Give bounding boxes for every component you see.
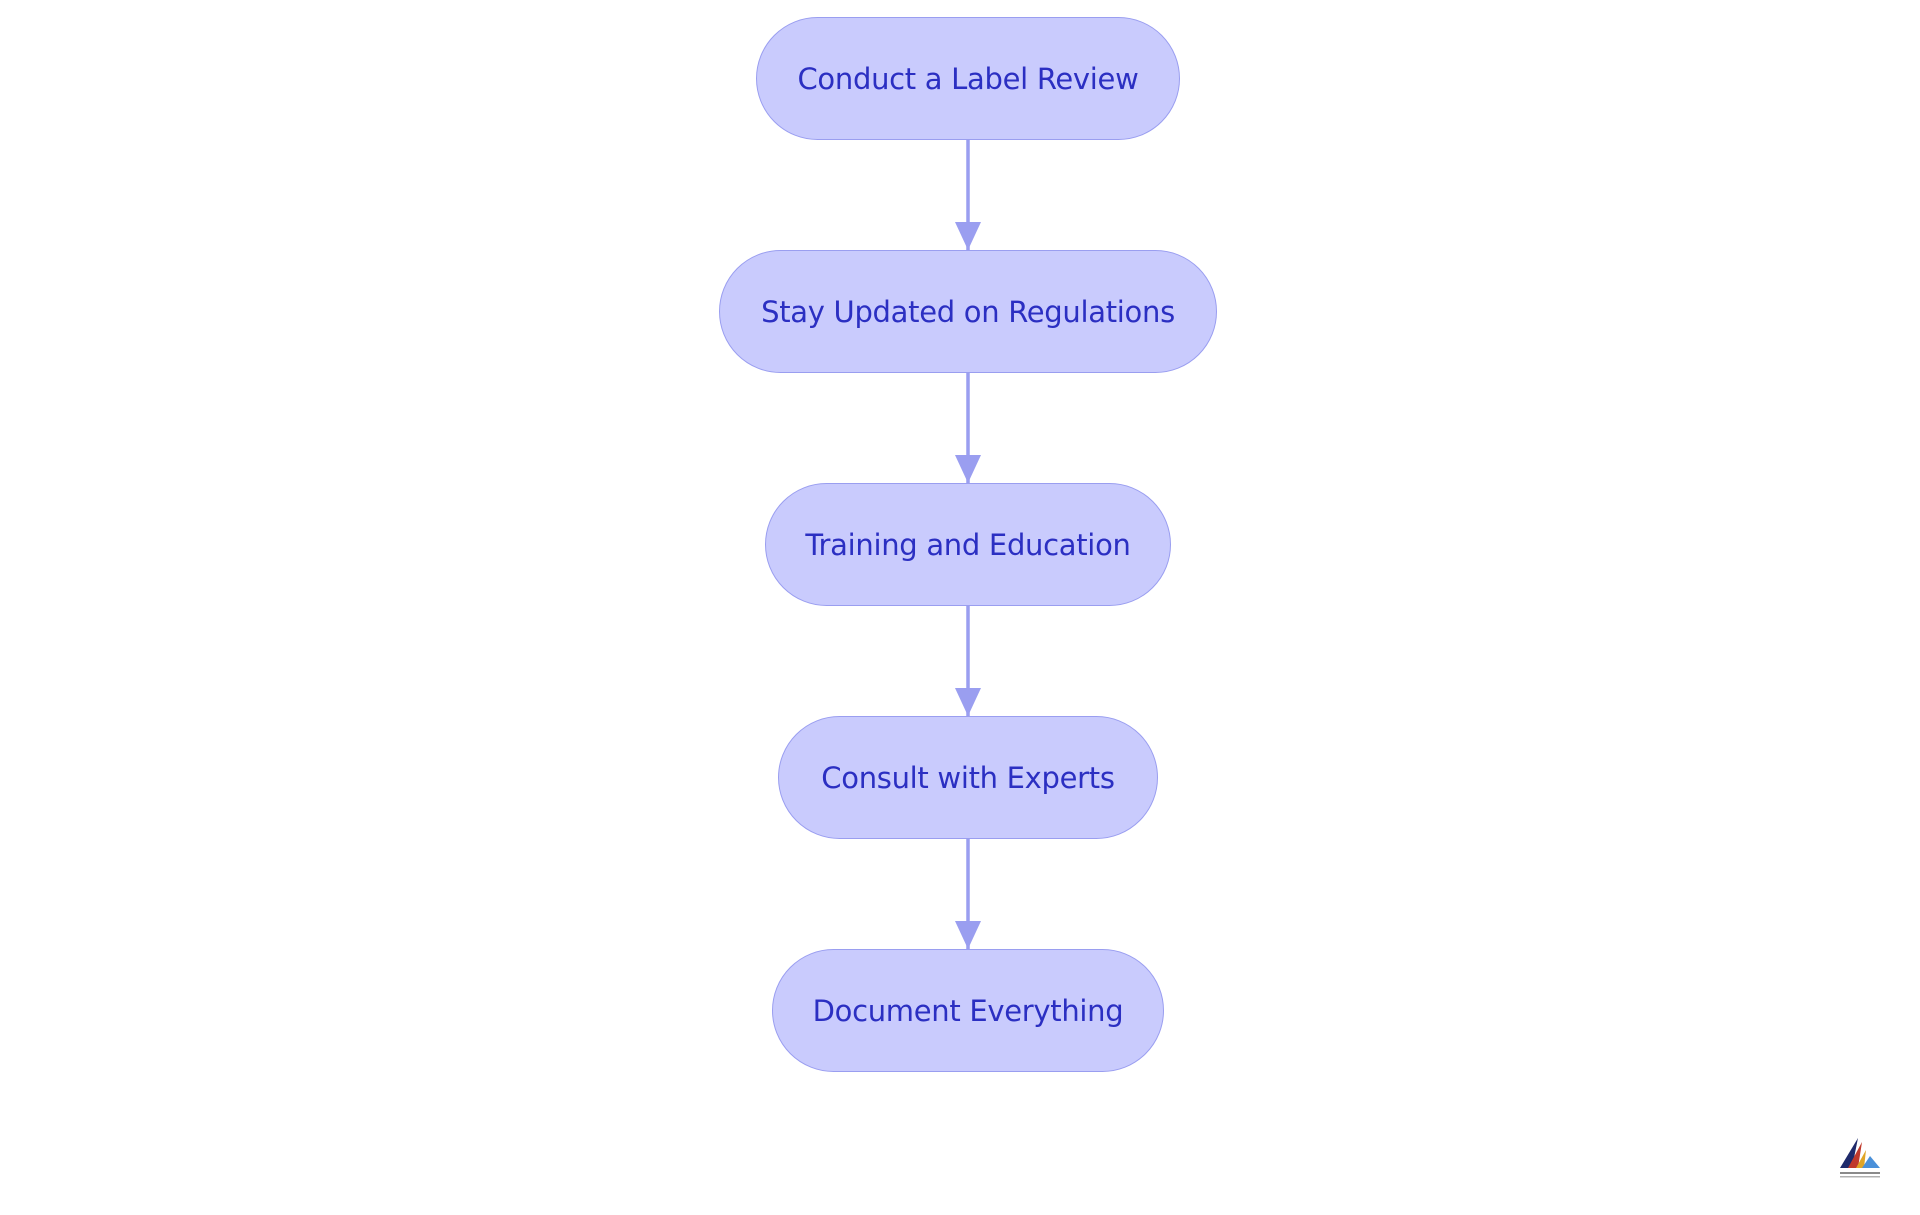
node-conduct-label-review: Conduct a Label Review [756, 17, 1180, 140]
node-document-everything: Document Everything [772, 949, 1164, 1072]
company-logo-icon [1840, 1138, 1880, 1178]
node-stay-updated-regulations: Stay Updated on Regulations [719, 250, 1217, 373]
arrowhead-3-to-4 [955, 688, 981, 716]
arrowhead-2-to-3 [955, 455, 981, 483]
node-consult-experts: Consult with Experts [778, 716, 1158, 839]
arrowhead-1-to-2 [955, 222, 981, 250]
arrowhead-4-to-5 [955, 921, 981, 949]
node-training-education: Training and Education [765, 483, 1171, 606]
